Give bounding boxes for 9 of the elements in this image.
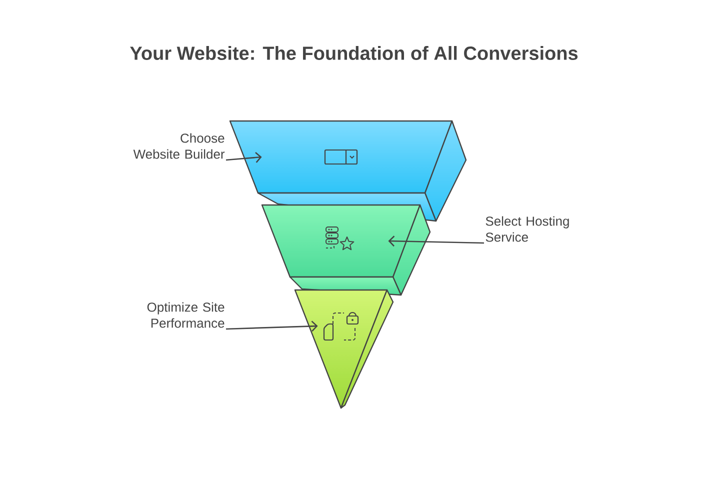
step-label: Choose Website Builder <box>133 133 225 159</box>
arrow <box>226 320 318 332</box>
funnel-segment <box>261 204 431 296</box>
arrow <box>226 152 262 163</box>
title: Your Website: The Foundation of All Conversions <box>130 46 578 60</box>
arrow <box>388 236 484 247</box>
step-label: Optimize Site Performance <box>147 302 224 328</box>
funnel-tip <box>294 289 394 409</box>
step-label: Select Hosting Service <box>486 216 569 242</box>
